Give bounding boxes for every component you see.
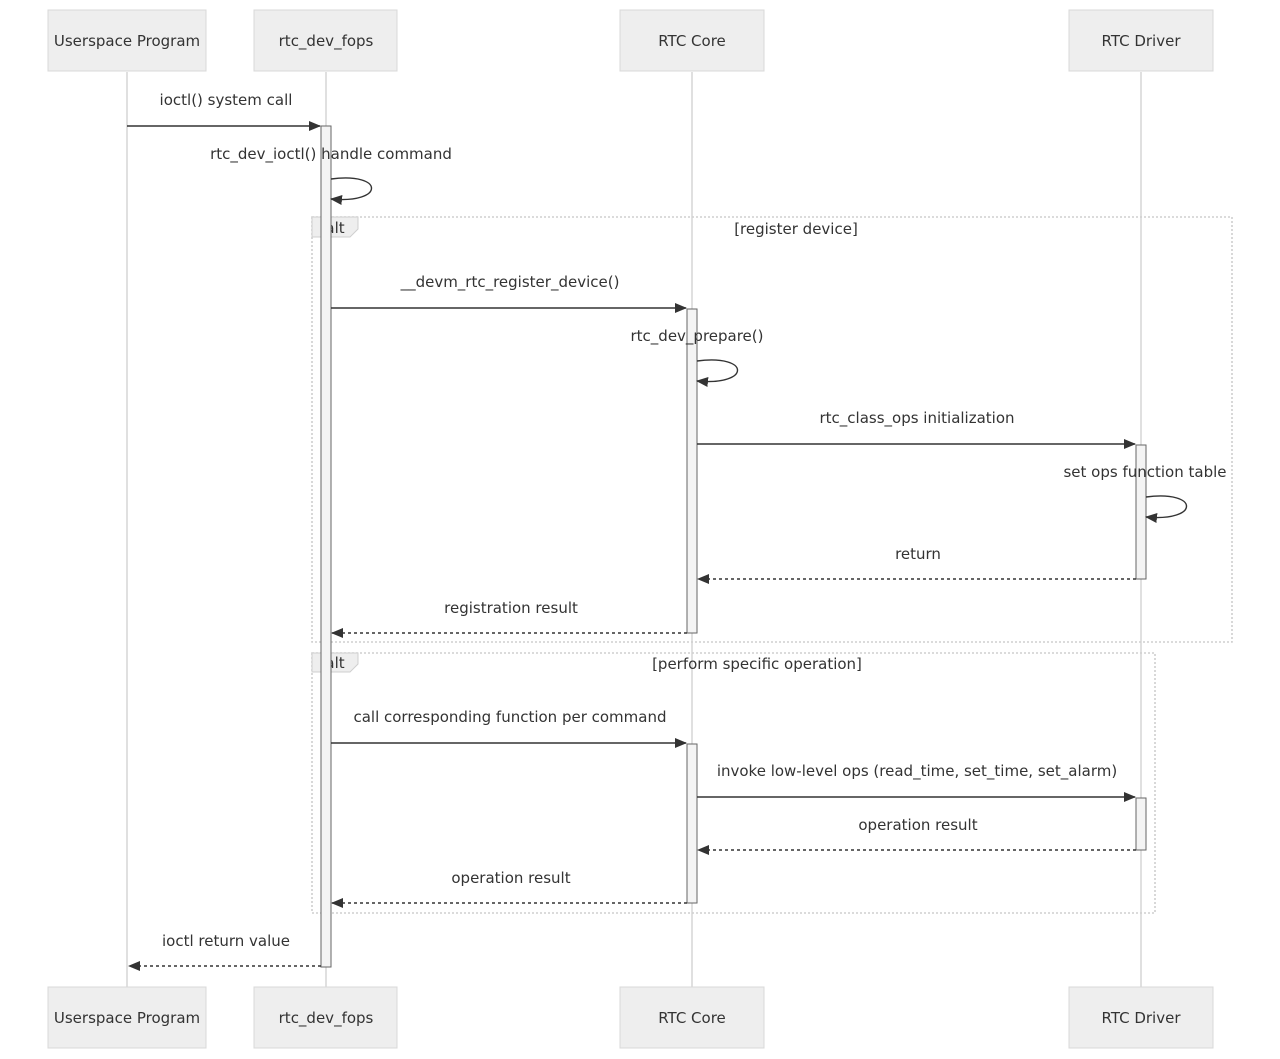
message-label: set ops function table	[1063, 463, 1226, 481]
message-set-ops-table: set ops function table	[1063, 463, 1227, 523]
message-label: rtc_dev_prepare()	[631, 327, 764, 346]
message-register-device: __devm_rtc_register_device()	[331, 273, 687, 313]
message-ioctl-return: ioctl return value	[128, 932, 321, 971]
activation-core-register	[686, 308, 698, 634]
alt-frame-operation-condition: [perform specific operation]	[652, 655, 862, 673]
message-registration-result: registration result	[331, 599, 687, 638]
participant-label: RTC Driver	[1101, 1009, 1181, 1027]
message-label: __devm_rtc_register_device()	[400, 273, 620, 292]
message-call-function: call corresponding function per command	[331, 708, 687, 748]
participant-label: Userspace Program	[54, 32, 200, 50]
message-label: operation result	[451, 869, 570, 887]
message-label: rtc_class_ops initialization	[819, 409, 1014, 428]
message-label: rtc_dev_ioctl() handle command	[210, 145, 452, 164]
message-ioctl-call: ioctl() system call	[127, 91, 321, 131]
message-label: return	[895, 545, 941, 563]
participant-label: RTC Core	[658, 32, 726, 50]
activation-driver-operation	[1135, 797, 1147, 851]
participant-label: RTC Driver	[1101, 32, 1181, 50]
message-label: ioctl() system call	[160, 91, 293, 109]
alt-frame-register: alt [register device]	[311, 216, 1233, 643]
message-label: invoke low-level ops (read_time, set_tim…	[717, 762, 1117, 781]
participant-fops-bottom: rtc_dev_fops	[253, 986, 398, 1049]
message-operation-result-driver: operation result	[697, 816, 1136, 855]
message-operation-result-core: operation result	[331, 869, 687, 908]
participant-driver-bottom: RTC Driver	[1068, 986, 1214, 1049]
message-label: ioctl return value	[162, 932, 290, 950]
message-label: call corresponding function per command	[353, 708, 666, 726]
participant-core-top: RTC Core	[619, 9, 765, 72]
alt-frame-register-condition: [register device]	[734, 220, 858, 238]
participant-label: rtc_dev_fops	[279, 1009, 374, 1028]
message-label: operation result	[858, 816, 977, 834]
participant-fops-top: rtc_dev_fops	[253, 9, 398, 72]
activation-core-operation	[686, 743, 698, 904]
message-invoke-low-level: invoke low-level ops (read_time, set_tim…	[697, 762, 1136, 802]
activation-driver-register	[1135, 444, 1147, 580]
message-label: registration result	[444, 599, 578, 617]
participant-label: RTC Core	[658, 1009, 726, 1027]
alt-frame-operation: alt [perform specific operation]	[311, 652, 1156, 914]
message-class-ops-init: rtc_class_ops initialization	[697, 409, 1136, 449]
participant-user-top: Userspace Program	[47, 9, 207, 72]
message-rtc-dev-prepare: rtc_dev_prepare()	[631, 327, 764, 387]
participant-core-bottom: RTC Core	[619, 986, 765, 1049]
participant-label: Userspace Program	[54, 1009, 200, 1027]
participant-user-bottom: Userspace Program	[47, 986, 207, 1049]
participant-driver-top: RTC Driver	[1068, 9, 1214, 72]
message-return: return	[697, 545, 1136, 584]
message-rtc-dev-ioctl: rtc_dev_ioctl() handle command	[210, 145, 452, 205]
participant-label: rtc_dev_fops	[279, 32, 374, 51]
activation-fops	[320, 125, 332, 968]
